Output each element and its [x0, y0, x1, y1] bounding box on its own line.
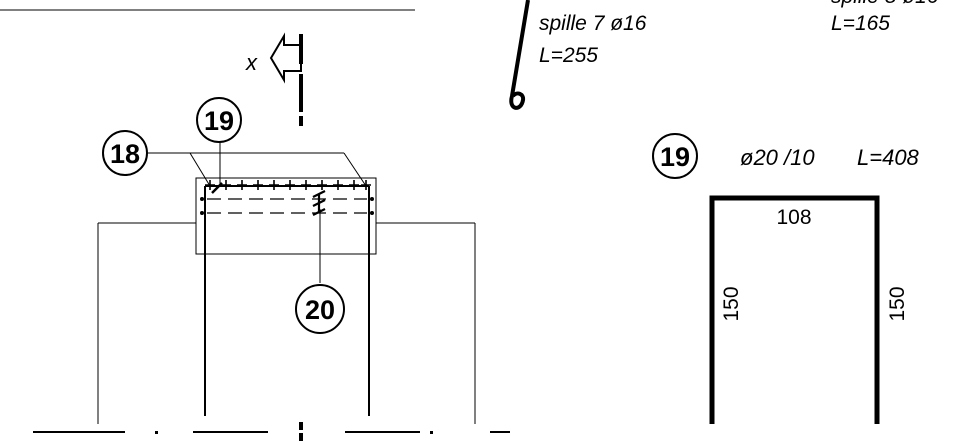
section-cut-marker: x [245, 32, 303, 126]
marker-19-detail: 19 [652, 133, 698, 179]
marker-18-label: 18 [110, 139, 140, 169]
spille-7-length: L=255 [539, 44, 598, 67]
spille-8-length: L=165 [831, 12, 890, 35]
spille-8-spec: spille 8 ø16 [831, 0, 939, 8]
bar-19-dim-left: 150 [720, 286, 743, 321]
bar-19-dim-right: 150 [886, 286, 909, 321]
bar-19-shape [709, 195, 880, 424]
beam-section-box [195, 177, 377, 255]
marker-19: 19 [196, 97, 242, 143]
stirrup [204, 185, 370, 416]
top-bar-row [205, 180, 371, 190]
bottom-ticks [155, 431, 433, 434]
marker-19-label: 19 [204, 106, 234, 136]
marker-20: 20 [295, 284, 345, 334]
wall-outline [97, 222, 476, 424]
section-arrow-icon [269, 32, 302, 84]
distribution-bars [207, 198, 367, 214]
bar-19-dim-top: 108 [776, 206, 811, 229]
side-bars [200, 197, 374, 215]
leader-lines [147, 137, 367, 283]
marker-18: 18 [102, 130, 148, 176]
bar-20-hatch [312, 190, 326, 216]
section-arrow-label: x [245, 50, 258, 75]
marker-19-detail-label: 19 [660, 142, 690, 172]
marker-20-label: 20 [305, 295, 335, 325]
bar-19-spec: ø20 /10 [740, 145, 815, 170]
spille-7-hook-bar [509, 0, 530, 110]
bar-19-pointer [211, 182, 223, 194]
bar-19-length: L=408 [857, 145, 920, 170]
spille-7-spec: spille 7 ø16 [539, 12, 647, 35]
